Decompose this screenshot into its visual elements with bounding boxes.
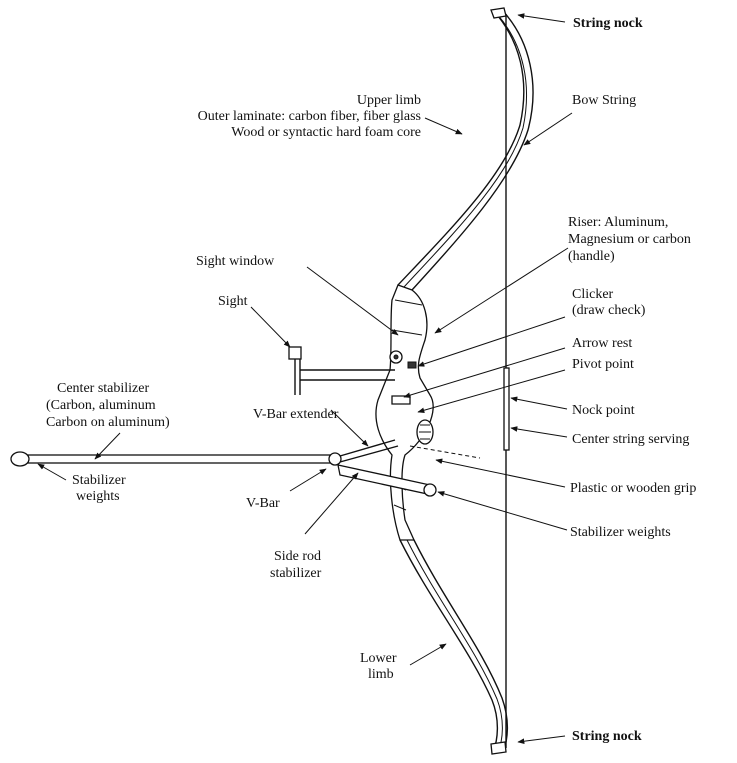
label-clicker: Clicker	[572, 287, 614, 302]
v-bar-extender	[339, 439, 399, 463]
upper-limb	[397, 9, 534, 291]
label-v-bar-extender: V-Bar extender	[253, 407, 339, 422]
label-stabilizer-weights-left-2: weights	[76, 489, 120, 504]
label-side-rod: Side rod	[274, 549, 321, 564]
lower-limb	[399, 539, 509, 753]
label-upper-limb: Upper limb	[357, 93, 421, 108]
label-v-bar: V-Bar	[246, 496, 280, 511]
label-clicker-draw-check: (draw check)	[572, 303, 646, 318]
label-sight: Sight	[218, 294, 248, 309]
label-arrow-rest: Arrow rest	[572, 336, 632, 351]
label-center-string-serving: Center string serving	[572, 432, 689, 447]
arrow-rest	[391, 395, 411, 405]
label-pivot-point: Pivot point	[572, 357, 634, 372]
label-nock-point: Nock point	[572, 403, 635, 418]
label-center-stabilizer-material: (Carbon, aluminum	[46, 398, 156, 413]
sight	[288, 346, 403, 395]
label-grip: Plastic or wooden grip	[570, 481, 696, 496]
label-stabilizer-weights-left: Stabilizer	[72, 473, 126, 488]
string-nock-bottom	[490, 741, 507, 755]
clicker	[407, 361, 417, 369]
arrow-line	[409, 445, 481, 459]
label-string-nock-top: String nock	[573, 16, 643, 31]
label-riser-handle: (handle)	[568, 249, 615, 264]
center-string-serving	[503, 367, 510, 451]
label-side-rod-stabilizer: stabilizer	[270, 566, 322, 581]
riser	[375, 284, 434, 541]
label-center-stabilizer: Center stabilizer	[57, 381, 149, 396]
label-lower-limb: Lower	[360, 651, 397, 666]
labels: String nock Upper limb Outer laminate: c…	[46, 16, 696, 744]
leader-arrows	[37, 13, 573, 744]
label-bow-string: Bow String	[572, 93, 636, 108]
label-riser-material: Magnesium or carbon	[568, 232, 691, 247]
label-riser: Riser: Aluminum,	[568, 215, 668, 230]
label-upper-limb-laminate: Outer laminate: carbon fiber, fiber glas…	[198, 109, 421, 124]
label-sight-window: Sight window	[196, 254, 275, 269]
string-nock-top	[490, 7, 507, 19]
label-string-nock-bottom: String nock	[572, 729, 642, 744]
center-stabilizer	[10, 451, 342, 467]
grip	[416, 419, 434, 445]
label-center-stabilizer-material-2: Carbon on aluminum)	[46, 415, 170, 430]
label-stabilizer-weights-right: Stabilizer weights	[570, 525, 671, 540]
label-lower-limb-2: limb	[368, 667, 394, 682]
side-rod-stabilizer	[337, 464, 437, 497]
label-upper-limb-core: Wood or syntactic hard foam core	[231, 125, 421, 140]
